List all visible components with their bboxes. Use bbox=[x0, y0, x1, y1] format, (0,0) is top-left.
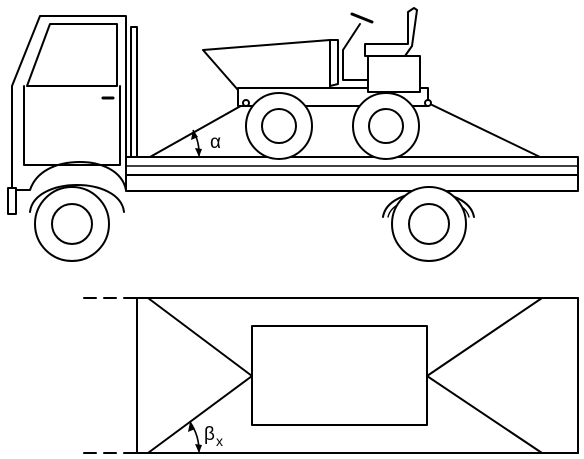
lashing-straps-side bbox=[149, 102, 541, 158]
truck-cab bbox=[7, 15, 138, 215]
angle-beta-x: β x bbox=[188, 421, 223, 454]
angle-alpha: α bbox=[191, 129, 221, 158]
truck-flatbed bbox=[125, 156, 579, 192]
truck-rear-wheel bbox=[391, 186, 467, 262]
alpha-label: α bbox=[210, 132, 221, 153]
top-view: β x bbox=[83, 297, 579, 454]
flatbed-top bbox=[83, 297, 579, 454]
dumper-vehicle bbox=[202, 7, 432, 160]
beta-label: β bbox=[204, 424, 215, 445]
side-view: α bbox=[7, 7, 579, 262]
load-top bbox=[251, 325, 428, 426]
lashing-straps-top bbox=[147, 297, 543, 454]
beta-subscript: x bbox=[216, 433, 223, 449]
truck-front-wheel bbox=[34, 186, 110, 262]
